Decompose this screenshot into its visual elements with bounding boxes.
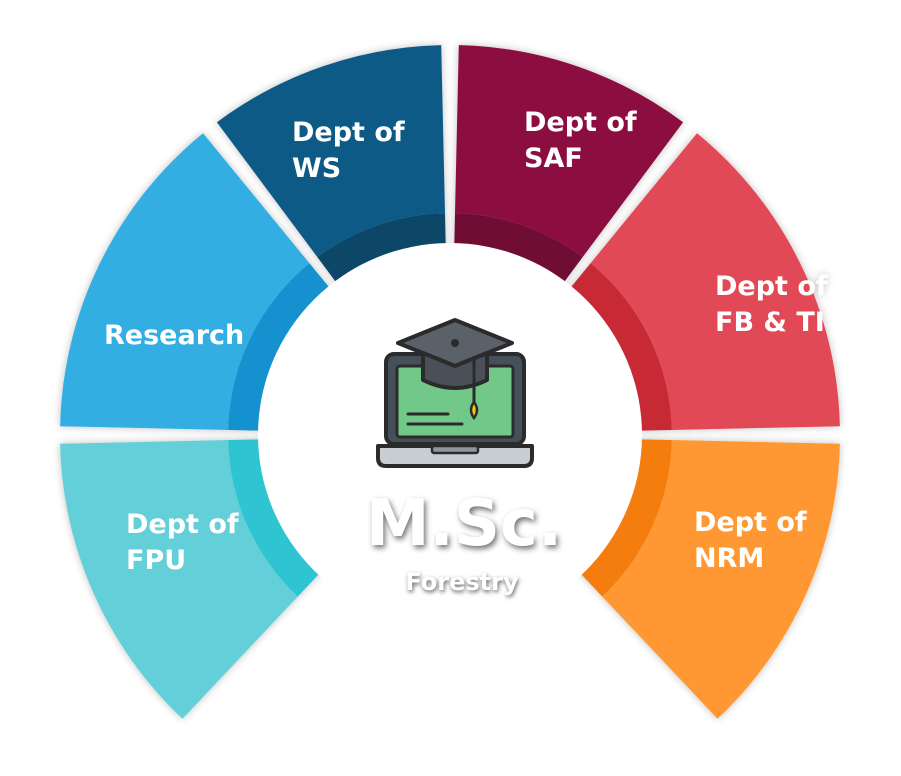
segment-saf-label-line: SAF [524,143,583,174]
graduation-laptop-icon [376,318,534,468]
segment-research-label-line: Research [104,320,244,351]
segment-ws-label-line: Dept of [292,117,405,148]
segment-research-label: Research [104,320,244,351]
segment-nrm-label-line: Dept of [694,507,807,538]
segment-fbti-outer [590,133,840,430]
segment-ws-label: Dept of WS [292,117,405,184]
segment-nrm-outer [602,440,840,719]
segment-ws-label-line: WS [292,153,341,184]
segment-nrm-label: Dept of NRM [694,507,807,574]
segment-fpu-label: Dept of FPU [126,509,239,576]
segment-nrm-label-line: NRM [694,543,764,574]
segment-ws: Dept of WS [216,45,446,287]
segment-saf-inner-band [454,213,583,287]
segment-ws-outer [216,45,445,257]
segment-saf-label: Dept of SAF [524,107,637,174]
segment-saf: Dept of SAF [454,45,684,287]
segment-nrm-inner-band [576,439,672,597]
segment-ws-inner-band [317,213,446,287]
segment-research-outer [60,133,310,430]
segment-fpu-outer [60,440,298,719]
segment-fbti-label-line: Dept of [715,271,828,302]
center-title: M.Sc. [366,487,562,561]
segment-saf-label-line: Dept of [524,107,637,138]
center-subtitle: Forestry [405,568,519,596]
segment-fbti-label-line: FB & TI [715,307,825,338]
segment-fbti-label: Dept of FB & TI [715,271,828,338]
segment-fpu: Dept of FPU [60,439,324,719]
segment-nrm: Dept of NRM [576,439,840,719]
segment-fpu-inner-band [228,439,324,597]
segment-fpu-label-line: FPU [126,545,186,576]
segment-saf-outer [455,45,684,257]
segment-fpu-label-line: Dept of [126,509,239,540]
